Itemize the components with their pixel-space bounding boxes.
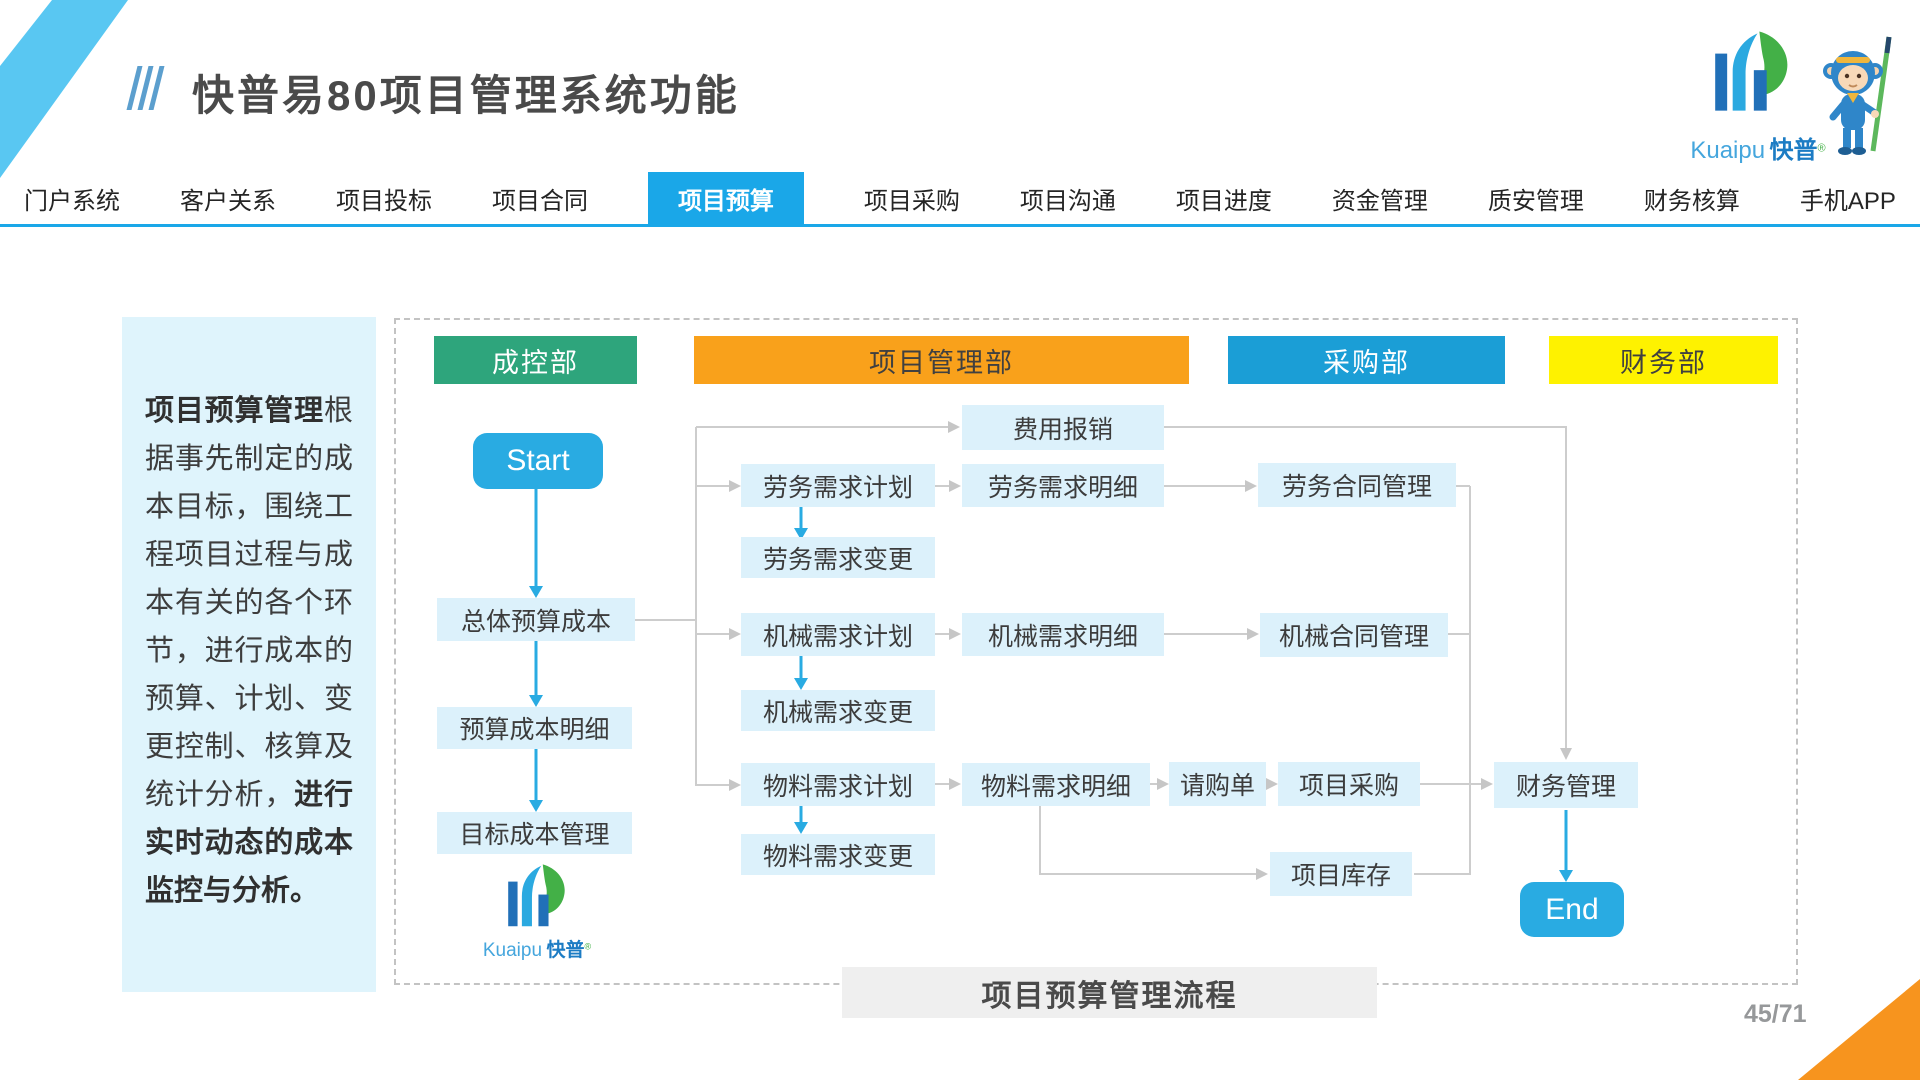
brand-reg: ® <box>584 941 592 952</box>
tab-budget-active[interactable]: 项目预算 <box>647 172 804 224</box>
description-body: 根据事先制定的成本目标，围绕工程项目过程与成本有关的各个环节，进行成本的预算、计… <box>145 395 353 811</box>
flow-node-labor-plan: 劳务需求计划 <box>741 464 935 507</box>
description-panel: 项目预算管理根据事先制定的成本目标，围绕工程项目过程与成本有关的各个环节，进行成… <box>122 317 376 992</box>
dept-header-purchasing: 采购部 <box>1228 336 1505 384</box>
tab-contract[interactable]: 项目合同 <box>491 187 588 215</box>
brand-wordmark: Kuaipu 快普® <box>1688 130 1828 165</box>
flow-node-total-budget: 总体预算成本 <box>437 598 635 641</box>
tab-procurement[interactable]: 项目采购 <box>863 187 960 215</box>
description-bold-lead: 项目预算管理 <box>145 395 324 427</box>
tab-accounting[interactable]: 财务核算 <box>1643 187 1740 215</box>
brand-zh: 快普 <box>1769 137 1818 164</box>
tab-funds[interactable]: 资金管理 <box>1331 187 1428 215</box>
flow-node-budget-detail: 预算成本明细 <box>437 707 632 749</box>
flow-node-mech-detail: 机械需求明细 <box>962 613 1164 656</box>
flow-node-project-purchase: 项目采购 <box>1278 762 1420 806</box>
brand-reg: ® <box>1817 142 1826 155</box>
brand-zh: 快普 <box>546 940 585 961</box>
flow-node-mech-contract: 机械合同管理 <box>1260 613 1448 657</box>
kuaipu-logo: Kuaipu 快普® <box>1688 26 1908 166</box>
kuaipu-logo-small: Kuaipu 快普® <box>462 860 612 985</box>
flow-node-mech-plan: 机械需求计划 <box>741 613 935 656</box>
corner-stripe-decoration <box>0 0 128 178</box>
flow-node-mat-plan: 物料需求计划 <box>741 763 935 806</box>
dept-header-finance: 财务部 <box>1549 336 1778 384</box>
flow-node-project-inventory: 项目库存 <box>1270 852 1412 896</box>
page-number: 45/71 <box>1744 1000 1807 1028</box>
brand-wordmark: Kuaipu 快普® <box>462 935 612 962</box>
tab-crm[interactable]: 客户关系 <box>179 187 276 215</box>
brand-en: Kuaipu <box>482 940 543 961</box>
flow-node-purchase-request: 请购单 <box>1169 762 1266 806</box>
corner-triangle-decoration <box>1798 979 1920 1080</box>
tab-portal[interactable]: 门户系统 <box>24 187 120 215</box>
description-bold-tail: 进行实时动态的成本监控与分析。 <box>145 779 353 907</box>
dept-header-project-mgmt: 项目管理部 <box>694 336 1189 384</box>
flow-node-labor-contract: 劳务合同管理 <box>1258 463 1456 507</box>
brand-en: Kuaipu <box>1690 137 1766 164</box>
tab-mobile-app[interactable]: 手机APP <box>1799 187 1896 215</box>
flow-node-labor-change: 劳务需求变更 <box>741 537 935 578</box>
flowchart-caption: 项目预算管理流程 <box>842 967 1377 1018</box>
flow-node-start: Start <box>473 433 603 489</box>
tab-bidding[interactable]: 项目投标 <box>335 187 432 215</box>
flow-node-mat-detail: 物料需求明细 <box>962 763 1150 806</box>
flow-node-finance: 财务管理 <box>1494 762 1638 808</box>
flow-node-mat-change: 物料需求变更 <box>741 834 935 875</box>
kp-mark-icon <box>1715 31 1788 111</box>
flow-node-labor-detail: 劳务需求明细 <box>962 464 1164 507</box>
kp-mark-icon <box>508 864 565 927</box>
tab-quality-safety[interactable]: 质安管理 <box>1487 187 1584 215</box>
dept-header-cost-control: 成控部 <box>434 336 637 384</box>
flow-node-expense: 费用报销 <box>962 405 1164 450</box>
monkey-mascot-icon <box>1823 36 1892 155</box>
tab-communication[interactable]: 项目沟通 <box>1019 187 1116 215</box>
flow-node-target-cost: 目标成本管理 <box>437 812 632 854</box>
page-title: 快普易80项目管理系统功能 <box>192 72 740 119</box>
flow-node-end: End <box>1520 882 1624 937</box>
title-slashes-icon <box>126 66 165 115</box>
flow-node-mech-change: 机械需求变更 <box>741 690 935 731</box>
description-text: 项目预算管理根据事先制定的成本目标，围绕工程项目过程与成本有关的各个环节，进行成… <box>145 387 353 915</box>
tab-progress[interactable]: 项目进度 <box>1175 187 1272 215</box>
module-nav: 门户系统 客户关系 项目投标 项目合同 项目预算 项目采购 项目沟通 项目进度 … <box>0 172 1920 227</box>
